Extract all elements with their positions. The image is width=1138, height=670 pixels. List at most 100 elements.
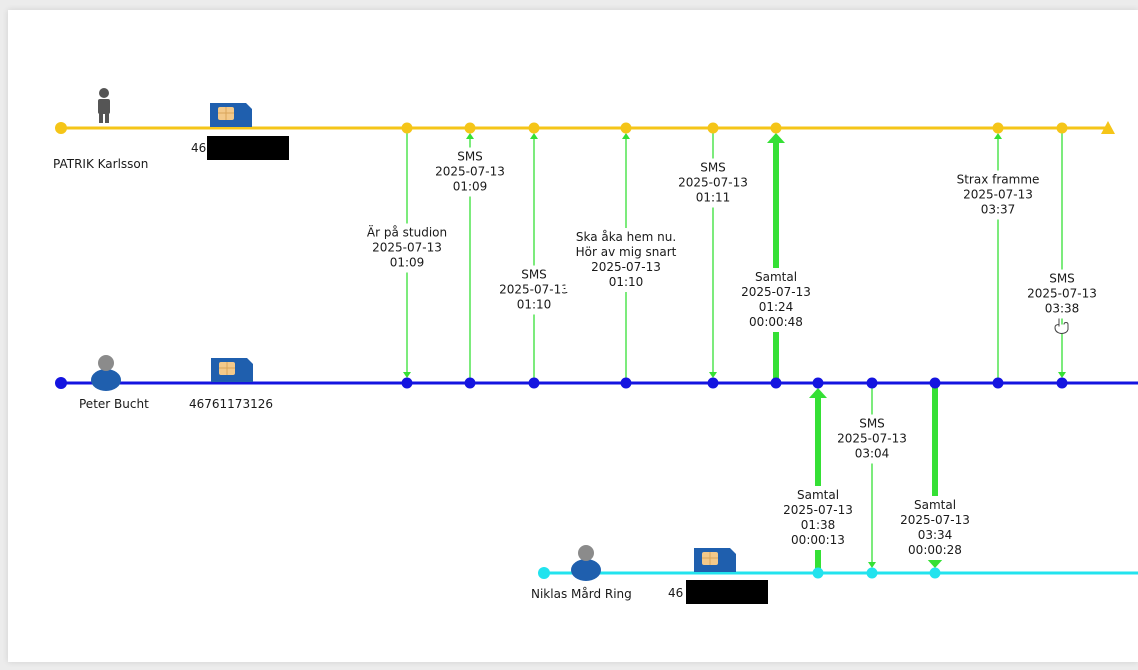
- leg-right: [105, 113, 109, 123]
- hand-pointer-path: [1054, 318, 1069, 335]
- event-label-line: 2025-07-13: [1027, 287, 1097, 301]
- event-arrowhead-1: [403, 372, 411, 378]
- event-label-line: 2025-07-13: [900, 513, 970, 527]
- event-label-line: 01:11: [696, 191, 731, 205]
- event-node[interactable]: [992, 122, 1004, 134]
- event-node[interactable]: [707, 377, 719, 389]
- event-label-line: Samtal: [797, 488, 839, 502]
- person-name-niklas: Niklas Mård Ring: [531, 587, 632, 601]
- lane-start-node-peter[interactable]: [55, 377, 67, 389]
- phone-number-patrik: 46: [191, 141, 206, 155]
- event-label-bg: [495, 265, 573, 315]
- event-node[interactable]: [464, 122, 476, 134]
- event-node[interactable]: [1056, 377, 1068, 389]
- event-label-line: 2025-07-13: [963, 188, 1033, 202]
- event-label-bg: [565, 228, 687, 292]
- redaction-box: [686, 580, 768, 604]
- event-label-line: SMS: [521, 268, 547, 282]
- event-label-line: 2025-07-13: [741, 285, 811, 299]
- head: [578, 545, 594, 561]
- sim-card-icon: [694, 548, 736, 572]
- event-label-bg: [951, 170, 1045, 220]
- shoulders: [571, 559, 601, 581]
- event-node[interactable]: [812, 567, 824, 579]
- event-label-line: 2025-07-13: [499, 283, 569, 297]
- event-label-line: Samtal: [914, 498, 956, 512]
- head: [98, 355, 114, 371]
- event-arrowhead-6: [767, 133, 785, 143]
- event-label-line: SMS: [859, 417, 885, 431]
- event-label-bg: [431, 147, 509, 197]
- event-node[interactable]: [620, 122, 632, 134]
- event-label-bg: [833, 414, 911, 464]
- event-label-line: Ska åka hem nu.: [576, 230, 676, 244]
- torso: [98, 99, 110, 114]
- event-node[interactable]: [812, 377, 824, 389]
- event-node[interactable]: [866, 567, 878, 579]
- hand-pointer-icon: [1054, 318, 1069, 335]
- event-label-line: 2025-07-13: [678, 176, 748, 190]
- event-arrowhead-10: [994, 133, 1002, 139]
- event-arrowhead-7: [809, 388, 827, 398]
- leg-left: [99, 113, 103, 123]
- person-name-patrik: PATRIK Karlsson: [53, 157, 148, 171]
- event-label-line: Hör av mig snart: [576, 245, 677, 259]
- event-node[interactable]: [992, 377, 1004, 389]
- person-avatar-icon[interactable]: [91, 355, 121, 391]
- event-label-line: Strax framme: [957, 173, 1040, 187]
- event-label-line: 03:04: [855, 447, 890, 461]
- event-node[interactable]: [866, 377, 878, 389]
- event-label-line: Samtal: [755, 270, 797, 284]
- event-arrowhead-3: [530, 133, 538, 139]
- event-label-bg: [896, 496, 974, 560]
- event-label-line: SMS: [1049, 272, 1075, 286]
- event-label-bg: [1023, 269, 1101, 319]
- event-arrowhead-5: [709, 372, 717, 378]
- event-node[interactable]: [929, 377, 941, 389]
- phone-number-peter: 46761173126: [189, 397, 273, 411]
- event-node[interactable]: [1056, 122, 1068, 134]
- event-label-line: 00:00:48: [749, 315, 803, 329]
- person-avatar-icon[interactable]: [571, 545, 601, 581]
- event-label-line: 2025-07-13: [783, 503, 853, 517]
- event-label-bg: [737, 268, 815, 332]
- event-node[interactable]: [707, 122, 719, 134]
- event-node[interactable]: [929, 567, 941, 579]
- event-label-line: SMS: [700, 161, 726, 175]
- event-arrowhead-8: [868, 562, 876, 568]
- event-node[interactable]: [464, 377, 476, 389]
- event-node[interactable]: [770, 377, 782, 389]
- head: [99, 88, 109, 98]
- event-arrowhead-9: [926, 558, 944, 568]
- event-node[interactable]: [528, 122, 540, 134]
- event-label-line: 01:10: [517, 298, 552, 312]
- lane-start-node-niklas[interactable]: [538, 567, 550, 579]
- event-label-line: 01:10: [609, 275, 644, 289]
- event-label-line: 01:09: [453, 180, 488, 194]
- event-label-line: 03:38: [1045, 302, 1080, 316]
- lane-start-node-patrik[interactable]: [55, 122, 67, 134]
- event-label-line: 2025-07-13: [435, 165, 505, 179]
- lane-end-triangle-patrik: [1101, 121, 1115, 134]
- sim-card-icon: [210, 103, 252, 127]
- event-label-line: 2025-07-13: [837, 432, 907, 446]
- event-label-line: 03:34: [918, 528, 953, 542]
- event-label-line: 03:37: [981, 203, 1016, 217]
- event-arrowhead-2: [466, 133, 474, 139]
- event-label-line: 01:09: [390, 256, 425, 270]
- event-label-bg: [674, 158, 752, 208]
- event-label-line: 01:24: [759, 300, 794, 314]
- event-node[interactable]: [401, 122, 413, 134]
- event-node[interactable]: [620, 377, 632, 389]
- person-name-peter: Peter Bucht: [79, 397, 149, 411]
- event-label-line: SMS: [457, 150, 483, 164]
- event-label-line: Är på studion: [367, 225, 447, 240]
- event-node[interactable]: [770, 122, 782, 134]
- redaction-box: [207, 136, 289, 160]
- event-node[interactable]: [528, 377, 540, 389]
- person-silhouette-icon[interactable]: [98, 88, 110, 123]
- event-label-line: 00:00:28: [908, 543, 962, 557]
- event-node[interactable]: [401, 377, 413, 389]
